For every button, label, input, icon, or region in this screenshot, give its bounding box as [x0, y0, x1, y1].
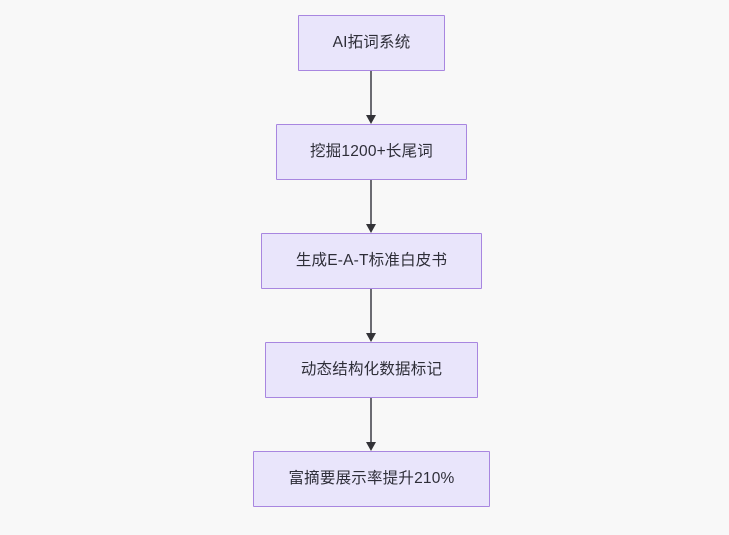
edge-line	[369, 289, 373, 334]
arrowhead-icon	[365, 115, 376, 124]
arrowhead-icon	[365, 442, 376, 451]
flow-node-ai-keyword-system[interactable]: AI拓词系统	[298, 15, 445, 71]
flow-node-generate-eat-whitepaper[interactable]: 生成E-A-T标准白皮书	[261, 233, 482, 289]
arrowhead-icon	[365, 224, 376, 233]
flow-node-label: AI拓词系统	[332, 33, 411, 51]
flow-node-label: 动态结构化数据标记	[300, 360, 443, 378]
edge-line	[369, 71, 373, 116]
edge-line	[369, 398, 373, 443]
arrowhead-icon	[365, 333, 376, 342]
flow-node-rich-snippet-impression-lift[interactable]: 富摘要展示率提升210%	[253, 451, 490, 507]
flow-node-mine-longtail-keywords[interactable]: 挖掘1200+长尾词	[276, 124, 467, 180]
flow-node-label: 富摘要展示率提升210%	[288, 469, 455, 487]
flow-node-label: 挖掘1200+长尾词	[309, 142, 434, 160]
edge-line	[369, 180, 373, 225]
flow-node-dynamic-structured-data-markup[interactable]: 动态结构化数据标记	[265, 342, 478, 398]
flow-node-label: 生成E-A-T标准白皮书	[295, 251, 448, 269]
